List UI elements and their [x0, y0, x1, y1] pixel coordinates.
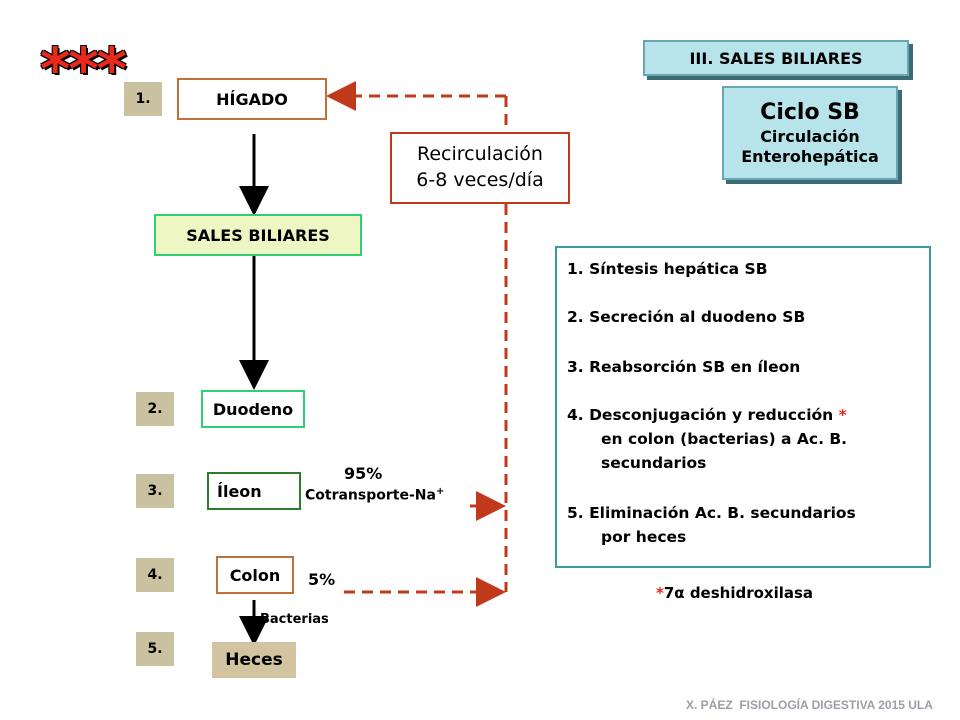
label-bacterias: Bacterias [260, 612, 329, 627]
footer-credit: X. PÁEZ FISIOLOGÍA DIGESTIVA 2015 ULA [686, 698, 933, 712]
step-text-5b: por heces [601, 528, 687, 546]
label-cotransporte-sup: + [435, 486, 445, 497]
step-text-4a: 4. Desconjugación y reducción [567, 406, 834, 424]
node-ileon: Íleon [207, 472, 301, 510]
recirculation-line2: 6-8 veces/día [416, 169, 544, 191]
step-text-1: 1. Síntesis hepática SB [567, 260, 768, 278]
step-number-1: 1. [124, 82, 162, 116]
section-title: III. SALES BILIARES [643, 40, 909, 76]
node-sales-biliares: SALES BILIARES [154, 214, 362, 256]
steps-list-box: 1. Síntesis hepática SB 2. Secreción al … [555, 246, 931, 568]
node-colon: Colon [216, 556, 294, 594]
cycle-subtitle-1: Circulación [760, 126, 860, 146]
label-cotransporte: Cotransporte-Na+ [305, 486, 444, 504]
label-95-percent: 95% [344, 464, 383, 483]
recirculation-box: Recirculación 6-8 veces/día [390, 132, 570, 204]
step-text-3: 3. Reabsorción SB en íleon [567, 358, 801, 376]
cycle-title: Ciclo SB [760, 100, 860, 126]
step-text-4c: secundarios [601, 454, 707, 472]
step-4-asterisk: * [838, 406, 847, 424]
step-text-4b: en colon (bacterias) a Ac. B. [601, 430, 848, 448]
step-text-2: 2. Secreción al duodeno SB [567, 308, 806, 326]
node-higado: HÍGADO [177, 78, 327, 120]
enzyme-note-text: 7α deshidroxilasa [663, 584, 814, 602]
label-cotransporte-text: Cotransporte-Na [305, 487, 436, 504]
step-text-5a: 5. Eliminación Ac. B. secundarios [567, 504, 856, 522]
cycle-subtitle-2: Enterohepática [741, 146, 879, 166]
step-number-5: 5. [136, 632, 174, 666]
enzyme-note-asterisk: * [656, 584, 664, 602]
cycle-title-box: Ciclo SB Circulación Enterohepática [722, 86, 898, 180]
step-number-2: 2. [136, 392, 174, 426]
step-number-4: 4. [136, 558, 174, 592]
step-text-4: 4. Desconjugación y reducción * [567, 406, 847, 424]
step-number-3: 3. [136, 474, 174, 508]
recirculation-line1: Recirculación [417, 143, 543, 166]
enzyme-note: *7α deshidroxilasa [656, 584, 813, 602]
label-5-percent: 5% [308, 570, 336, 589]
node-heces: Heces [212, 642, 296, 678]
red-stars-icon: *** [40, 35, 127, 103]
node-duodeno: Duodeno [201, 390, 305, 428]
